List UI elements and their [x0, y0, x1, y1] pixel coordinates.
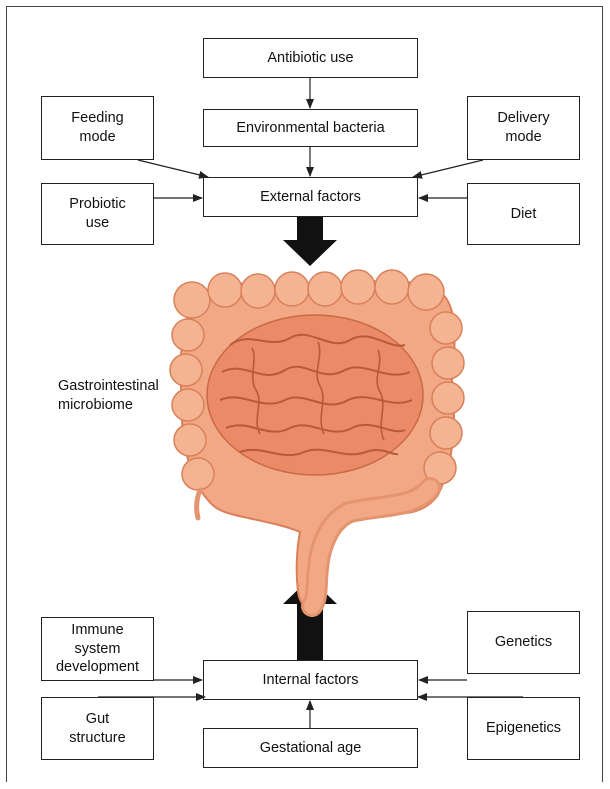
intestine-illustration-icon [170, 270, 464, 608]
arrow-feeding-to-external [138, 160, 208, 177]
arrow-delivery-to-external [413, 160, 483, 177]
big-arrow-down [283, 217, 337, 266]
